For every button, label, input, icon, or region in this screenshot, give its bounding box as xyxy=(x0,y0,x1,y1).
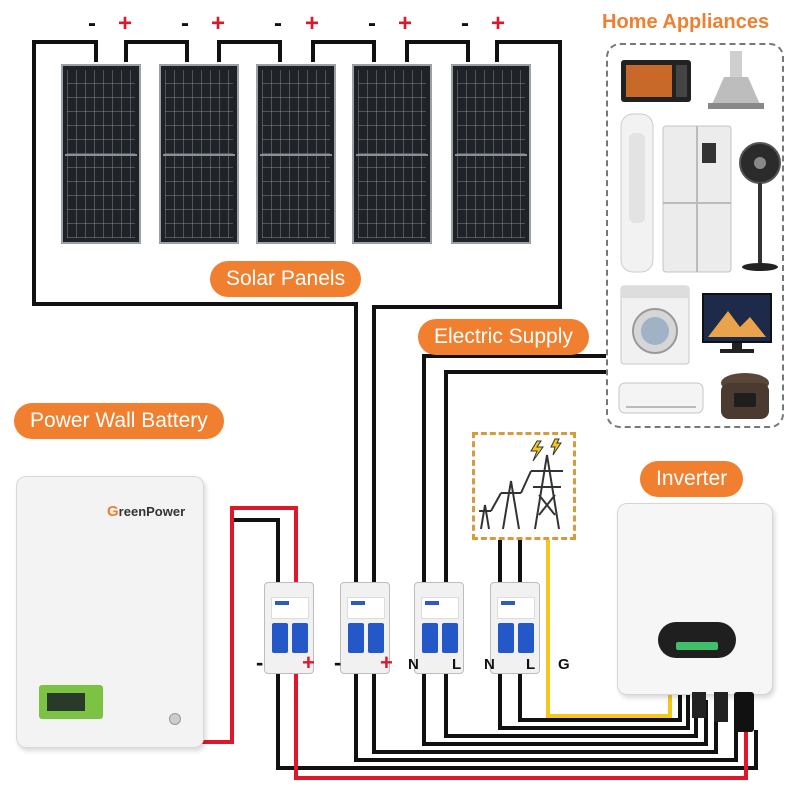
inverter-display xyxy=(658,622,736,658)
panel-plus-sign: + xyxy=(211,10,226,37)
solar-panel xyxy=(352,64,432,244)
panel-minus-sign: - xyxy=(88,10,96,37)
home-appliances-box xyxy=(606,43,784,428)
battery-display xyxy=(39,685,103,719)
battery-brand-logo: GreenPower xyxy=(107,503,186,520)
inverter-label: Inverter xyxy=(640,461,744,497)
panel-minus-sign: - xyxy=(274,10,282,37)
panel-plus-sign: + xyxy=(491,10,506,37)
solar-link-wire-2 xyxy=(217,40,282,62)
terminal-load-n: N xyxy=(408,656,419,673)
grid-out-l xyxy=(518,640,682,722)
solar-panels-label: Solar Panels xyxy=(210,261,362,297)
battery-breaker xyxy=(264,582,314,674)
television-icon xyxy=(702,293,772,353)
load-breaker xyxy=(414,582,464,674)
microwave-icon xyxy=(621,60,691,102)
power-grid-box xyxy=(472,432,576,540)
inverter-unit xyxy=(617,503,773,695)
power-tower-icon xyxy=(479,438,563,530)
solar-panel xyxy=(256,64,336,244)
supply-wire-n xyxy=(422,354,606,585)
wall-ac-icon xyxy=(618,382,704,414)
power-wall-battery-label: Power Wall Battery xyxy=(14,403,224,439)
terminal-battery-plus: + xyxy=(302,650,315,675)
terminal-battery-minus: - xyxy=(256,650,264,675)
return-wire-3 xyxy=(372,640,718,754)
tower-ac-icon xyxy=(620,113,654,273)
stand-fan-icon xyxy=(739,142,781,271)
solar-panel xyxy=(159,64,239,244)
return-wire-4 xyxy=(422,640,708,746)
return-wire-1 xyxy=(276,640,758,770)
solar-string-wire xyxy=(32,40,358,585)
return-wire-2 xyxy=(354,640,738,762)
panel-plus-sign: + xyxy=(305,10,320,37)
panel-minus-sign: - xyxy=(181,10,189,37)
grid-breaker xyxy=(490,582,540,674)
solar-link-wire-1 xyxy=(124,40,189,62)
solar-panel xyxy=(451,64,531,244)
range-hood-icon xyxy=(708,51,764,109)
terminal-solar-plus: + xyxy=(380,650,393,675)
refrigerator-icon xyxy=(662,125,732,273)
positive-return-wire xyxy=(294,640,748,780)
home-appliances-title: Home Appliances xyxy=(602,11,770,33)
panel-minus-sign: - xyxy=(461,10,469,37)
terminal-grid-n: N xyxy=(484,656,495,673)
electric-supply-label: Electric Supply xyxy=(418,319,589,355)
solar-panel xyxy=(61,64,141,244)
supply-wire-l xyxy=(444,370,606,585)
rice-cooker-icon xyxy=(721,373,769,419)
terminal-ground: G xyxy=(558,656,570,673)
solar-link-wire-3 xyxy=(311,40,376,62)
solar-return-wire xyxy=(372,40,562,585)
panel-plus-sign: + xyxy=(398,10,413,37)
inverter-connectors xyxy=(692,692,754,732)
grid-out-n xyxy=(498,640,690,730)
terminal-grid-l: L xyxy=(526,656,536,673)
panel-plus-sign: + xyxy=(118,10,133,37)
solar-breaker xyxy=(340,582,390,674)
power-wall-battery: GreenPower xyxy=(16,476,204,748)
terminal-solar-minus: - xyxy=(334,650,342,675)
battery-power-button xyxy=(169,713,181,725)
panel-minus-sign: - xyxy=(368,10,376,37)
solar-link-wire-4 xyxy=(405,40,470,62)
washing-machine-icon xyxy=(620,285,690,365)
ground-wire xyxy=(546,540,672,718)
terminal-load-l: L xyxy=(452,656,462,673)
